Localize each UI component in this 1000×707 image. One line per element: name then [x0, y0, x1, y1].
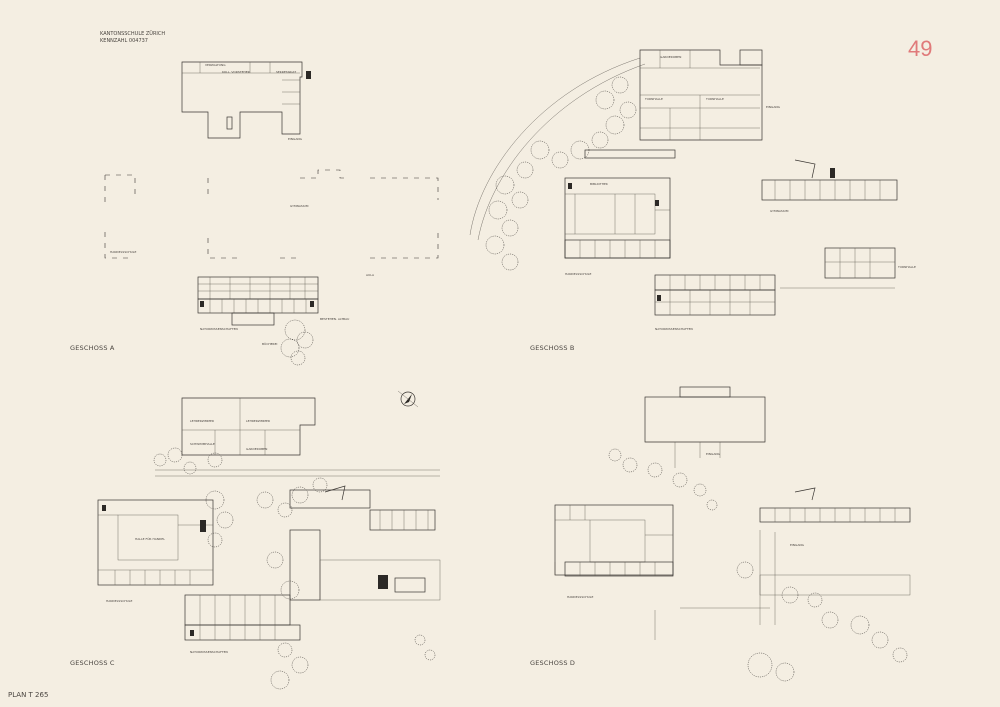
sheet-number: 49	[908, 36, 932, 61]
title-geschoss-b: GESCHOSS B	[530, 344, 575, 352]
plan-geschoss-d: EINGANG HANDELSSCHULE EINGANG GESCHOSS D	[530, 386, 911, 682]
label-d-handelsschule: HANDELSSCHULE	[567, 595, 593, 599]
svg-text:TURNHALLE: TURNHALLE	[705, 97, 724, 101]
plan-geschoss-a: VERWALTUNG KOLL. VORSTEHER SEKRETARIAT E…	[70, 61, 439, 366]
title-geschoss-c: GESCHOSS C	[70, 659, 115, 667]
svg-text:BÜCHEREI: BÜCHEREI	[262, 341, 277, 346]
label-c-handelsschule: HANDELSSCHULE	[106, 599, 132, 603]
plan-geschoss-b: TURNHALLE TURNHALLE GARDEROBEN EINGANG B…	[469, 49, 916, 352]
header-line-1: KANTONSSCHULE ZÜRICH	[100, 30, 165, 37]
title-geschoss-a: GESCHOSS A	[70, 344, 115, 352]
svg-text:EINGANG: EINGANG	[288, 137, 303, 141]
plan-geschoss-c: LEHRERZIMMER LEHRERZIMMER SCHWIMMHALLE G…	[70, 397, 441, 690]
svg-text:SCHWIMMHALLE: SCHWIMMHALLE	[190, 442, 215, 446]
svg-text:EINGANG: EINGANG	[706, 452, 721, 456]
label-a-naturwissenschaften: NATURWISSENSCHAFTEN	[200, 327, 238, 331]
svg-text:TURNHALLE: TURNHALLE	[644, 97, 663, 101]
svg-text:KOLL. VORSTEHER: KOLL. VORSTEHER	[222, 70, 250, 74]
svg-text:BIBLIOTHEK: BIBLIOTHEK	[590, 182, 609, 186]
svg-text:VERWALTUNG: VERWALTUNG	[205, 63, 226, 67]
label-b-naturwissenschaften: NATURWISSENSCHAFTEN	[655, 327, 693, 331]
plan-number: PLAN T 265	[8, 691, 48, 699]
svg-text:GARDEROBEN: GARDEROBEN	[246, 447, 267, 451]
svg-text:EINGANG: EINGANG	[766, 105, 781, 109]
title-geschoss-d: GESCHOSS D	[530, 659, 575, 667]
svg-text:LEHRERZIMMER: LEHRERZIMMER	[246, 419, 270, 423]
label-a-handelsschule: HANDELSSCHULE	[110, 250, 136, 254]
svg-text:EINGANG: EINGANG	[790, 543, 805, 547]
label-b-handelsschule: HANDELSSCHULE	[565, 272, 591, 276]
svg-text:BESTEHEN. ALTBAU: BESTEHEN. ALTBAU	[320, 317, 349, 321]
label-c-naturwissenschaften: NATURWISSENSCHAFTEN	[190, 650, 228, 654]
svg-text:HALLE FÜR HANDEL: HALLE FÜR HANDEL	[135, 536, 165, 541]
svg-text:GARDEROBEN: GARDEROBEN	[660, 55, 681, 59]
label-b-gymnasium: GYMNASIUM	[770, 209, 789, 213]
svg-text:SEKRETARIAT: SEKRETARIAT	[276, 70, 296, 74]
svg-text:GYMNASIUM: GYMNASIUM	[290, 204, 309, 208]
header-line-2: KENNZAHL 004737	[100, 38, 148, 44]
svg-text:TURNHALLE: TURNHALLE	[897, 265, 916, 269]
north-arrow-icon	[397, 390, 419, 408]
svg-text:AULA: AULA	[366, 273, 375, 277]
svg-text:LEHRERZIMMER: LEHRERZIMMER	[190, 419, 214, 423]
